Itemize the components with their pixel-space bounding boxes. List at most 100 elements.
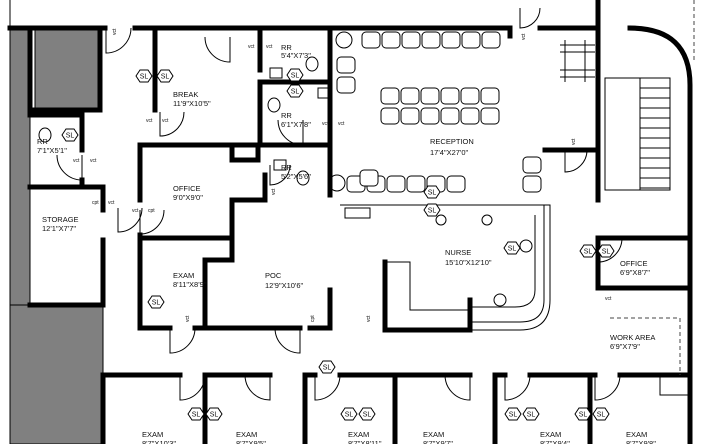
svg-text:RR: RR: [281, 163, 292, 172]
svg-text:SL: SL: [152, 300, 161, 307]
svg-text:8'7"X9'8": 8'7"X9'8": [626, 439, 656, 444]
chair-icon: [460, 87, 480, 105]
chair-icon: [386, 175, 406, 193]
sl-symbol: SL: [286, 84, 304, 98]
sl-symbol: SL: [423, 185, 441, 199]
sl-symbol: SL: [156, 69, 174, 83]
chair-icon: [522, 156, 542, 174]
toilet-icon: [305, 56, 319, 72]
chair-icon: [461, 31, 481, 49]
svg-text:BREAK: BREAK: [173, 90, 198, 99]
svg-text:5'2"X5'6": 5'2"X5'6": [281, 172, 311, 181]
svg-text:12'9"X10'6": 12'9"X10'6": [265, 281, 304, 290]
floor-tag: vct: [90, 158, 97, 164]
svg-text:EXAM: EXAM: [236, 430, 257, 439]
door-swing: [444, 374, 471, 401]
chair-icon: [460, 107, 480, 125]
sink-icon: [273, 159, 287, 171]
svg-text:SL: SL: [66, 133, 75, 140]
chair-icon: [359, 169, 379, 187]
sl-symbol: SL: [503, 241, 521, 255]
floor-tag: cpt: [92, 200, 99, 206]
door-swing: [159, 111, 185, 137]
gray-shaft-top: [34, 29, 101, 111]
svg-text:SL: SL: [602, 249, 611, 256]
svg-text:EXAM: EXAM: [626, 430, 647, 439]
svg-text:SL: SL: [508, 246, 517, 253]
plumbing-fixtures: [38, 56, 331, 186]
floor-tag: vct: [185, 315, 191, 322]
sink: [659, 376, 689, 396]
floor-tag: vct: [112, 28, 118, 35]
toilet-icon: [38, 127, 52, 143]
door-swing: [117, 207, 143, 233]
svg-text:NURSE: NURSE: [445, 248, 471, 257]
svg-text:9'0"X9'0": 9'0"X9'0": [173, 193, 203, 202]
door-swing: [314, 374, 341, 401]
door-swing: [179, 374, 206, 401]
door-swing: [56, 154, 83, 181]
chair-icon: [446, 175, 466, 193]
chair-icon: [380, 107, 400, 125]
svg-text:SL: SL: [579, 412, 588, 419]
chair-icon: [400, 87, 420, 105]
walls: [7, 0, 693, 444]
chair-icon: [481, 31, 501, 49]
sl-symbol: SL: [423, 203, 441, 217]
chair-icon: [361, 31, 381, 49]
floor-tag: vct: [605, 296, 612, 302]
work-area-counter: [610, 317, 681, 375]
svg-text:6'9"X8'7": 6'9"X8'7": [620, 268, 650, 277]
svg-text:11'9"X10'5": 11'9"X10'5": [173, 99, 211, 108]
svg-text:SL: SL: [428, 208, 437, 215]
svg-text:7'1"X5'1": 7'1"X5'1": [37, 146, 67, 155]
chair-icon: [440, 87, 460, 105]
chair-icon: [380, 87, 400, 105]
svg-text:RR: RR: [281, 111, 292, 120]
svg-text:8'7"X8'11": 8'7"X8'11": [348, 439, 382, 444]
door-swing: [204, 36, 231, 63]
svg-text:17'4"X27'0": 17'4"X27'0": [430, 148, 469, 157]
floor-tag: vct: [322, 121, 329, 127]
door-swing: [277, 119, 304, 146]
svg-text:EXAM: EXAM: [540, 430, 561, 439]
floor-tag: cpt: [148, 208, 155, 214]
svg-text:SL: SL: [323, 365, 332, 372]
svg-text:EXAM: EXAM: [142, 430, 163, 439]
chair-icon: [522, 175, 542, 193]
svg-text:8'7"X10'3": 8'7"X10'3": [142, 439, 176, 444]
door-swing: [105, 27, 132, 54]
reception-chairs: [336, 31, 542, 193]
door-swing: [564, 149, 588, 173]
sink-icon: [317, 87, 331, 99]
toilet-icon: [267, 97, 281, 113]
sl-symbol: SL: [358, 407, 376, 421]
sink-icon: [269, 67, 283, 79]
chair-icon: [406, 175, 426, 193]
svg-text:SL: SL: [509, 412, 518, 419]
floor-tag: vct: [521, 33, 527, 40]
bike-rack-icon: [560, 40, 595, 82]
svg-text:POC: POC: [265, 271, 282, 280]
door-swing: [169, 327, 196, 354]
sl-symbol: SL: [61, 128, 79, 142]
plant-icon: [335, 31, 353, 49]
svg-text:SL: SL: [345, 412, 354, 419]
floor-tag: cpt: [310, 315, 316, 322]
svg-text:8'7"X9'4": 8'7"X9'4": [540, 439, 570, 444]
svg-text:OFFICE: OFFICE: [620, 259, 648, 268]
svg-text:8'7"X9'5": 8'7"X9'5": [236, 439, 266, 444]
door-swing: [244, 374, 271, 401]
svg-text:RR: RR: [37, 137, 48, 146]
plant-icon: [328, 174, 346, 192]
sl-symbol: SL: [318, 360, 336, 374]
